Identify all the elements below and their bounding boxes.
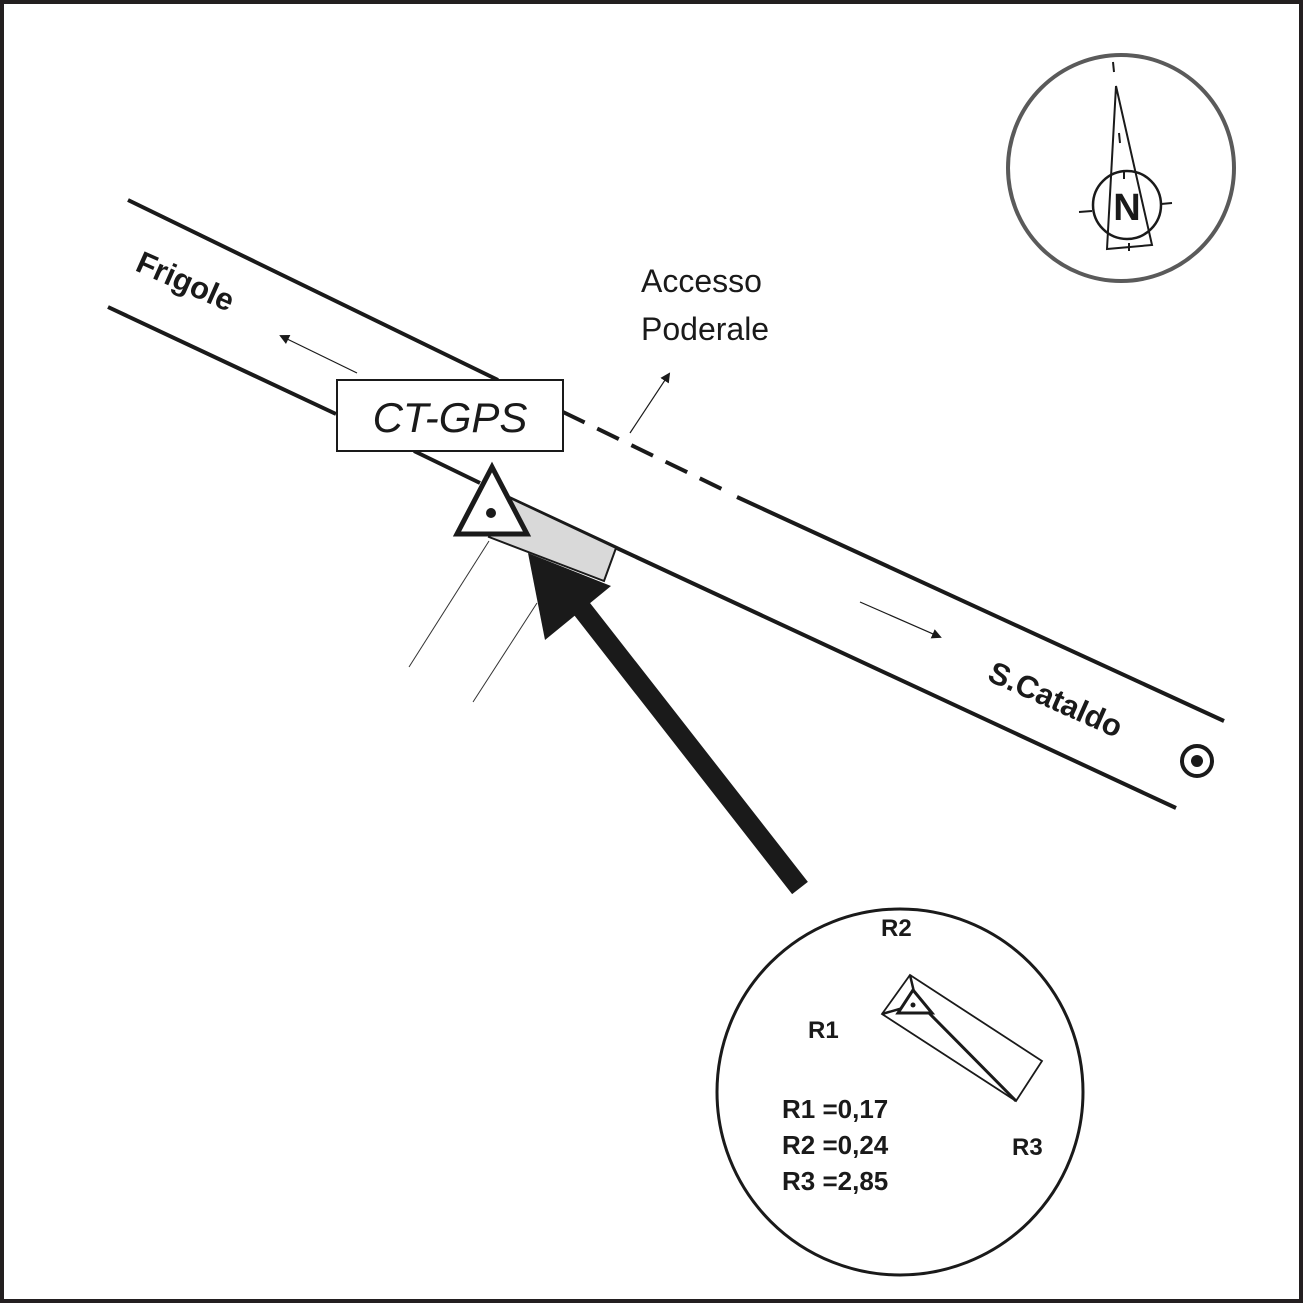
- road-lower-edge-east: [506, 495, 1177, 810]
- detail-ray-r3: [926, 1010, 1018, 1103]
- detail-value-r1: R1 =0,17: [782, 1094, 888, 1124]
- detail-label-r3: R3: [1012, 1134, 1043, 1161]
- arrow-to-s-cataldo: [859, 601, 942, 639]
- road: [107, 198, 1225, 810]
- guide-line-1: [408, 540, 490, 668]
- detail-label-r2: R2: [881, 915, 912, 942]
- label-poderale: Poderale: [641, 311, 769, 347]
- compass-ring: [1006, 53, 1236, 283]
- road-lower-edge-west: [107, 305, 337, 416]
- guide-line-2: [472, 602, 538, 703]
- label-frigole: Frigole: [131, 244, 240, 318]
- north-arrow-compass: N: [1006, 53, 1236, 283]
- road-upper-edge-east: [736, 495, 1225, 723]
- detail-value-r3: R3 =2,85: [782, 1166, 888, 1196]
- arrow-to-frigole: [279, 335, 358, 374]
- detail-pointer-arrow: [528, 553, 808, 895]
- road-lower-edge-mid: [413, 449, 481, 485]
- label-accesso: Accesso: [641, 263, 762, 299]
- detail-inset-ring: [715, 907, 1085, 1277]
- road-upper-edge-west: [127, 198, 499, 382]
- detail-inset: R2 R1 R3 R1 =0,17 R2 =0,24 R3 =2,85: [715, 907, 1085, 1277]
- station-label: CT-GPS: [373, 394, 528, 441]
- station-label-box: CT-GPS: [336, 379, 564, 452]
- detail-station-icon: [895, 987, 936, 1015]
- road-upper-edge-dashed: [562, 410, 731, 495]
- north-label: N: [1113, 187, 1140, 229]
- arrow-access-poderale: [629, 372, 671, 434]
- detail-label-r1: R1: [808, 1017, 839, 1044]
- gps-station-icon: [452, 461, 532, 537]
- detail-value-r2: R2 =0,24: [782, 1130, 889, 1160]
- town-marker-icon: [1180, 744, 1214, 778]
